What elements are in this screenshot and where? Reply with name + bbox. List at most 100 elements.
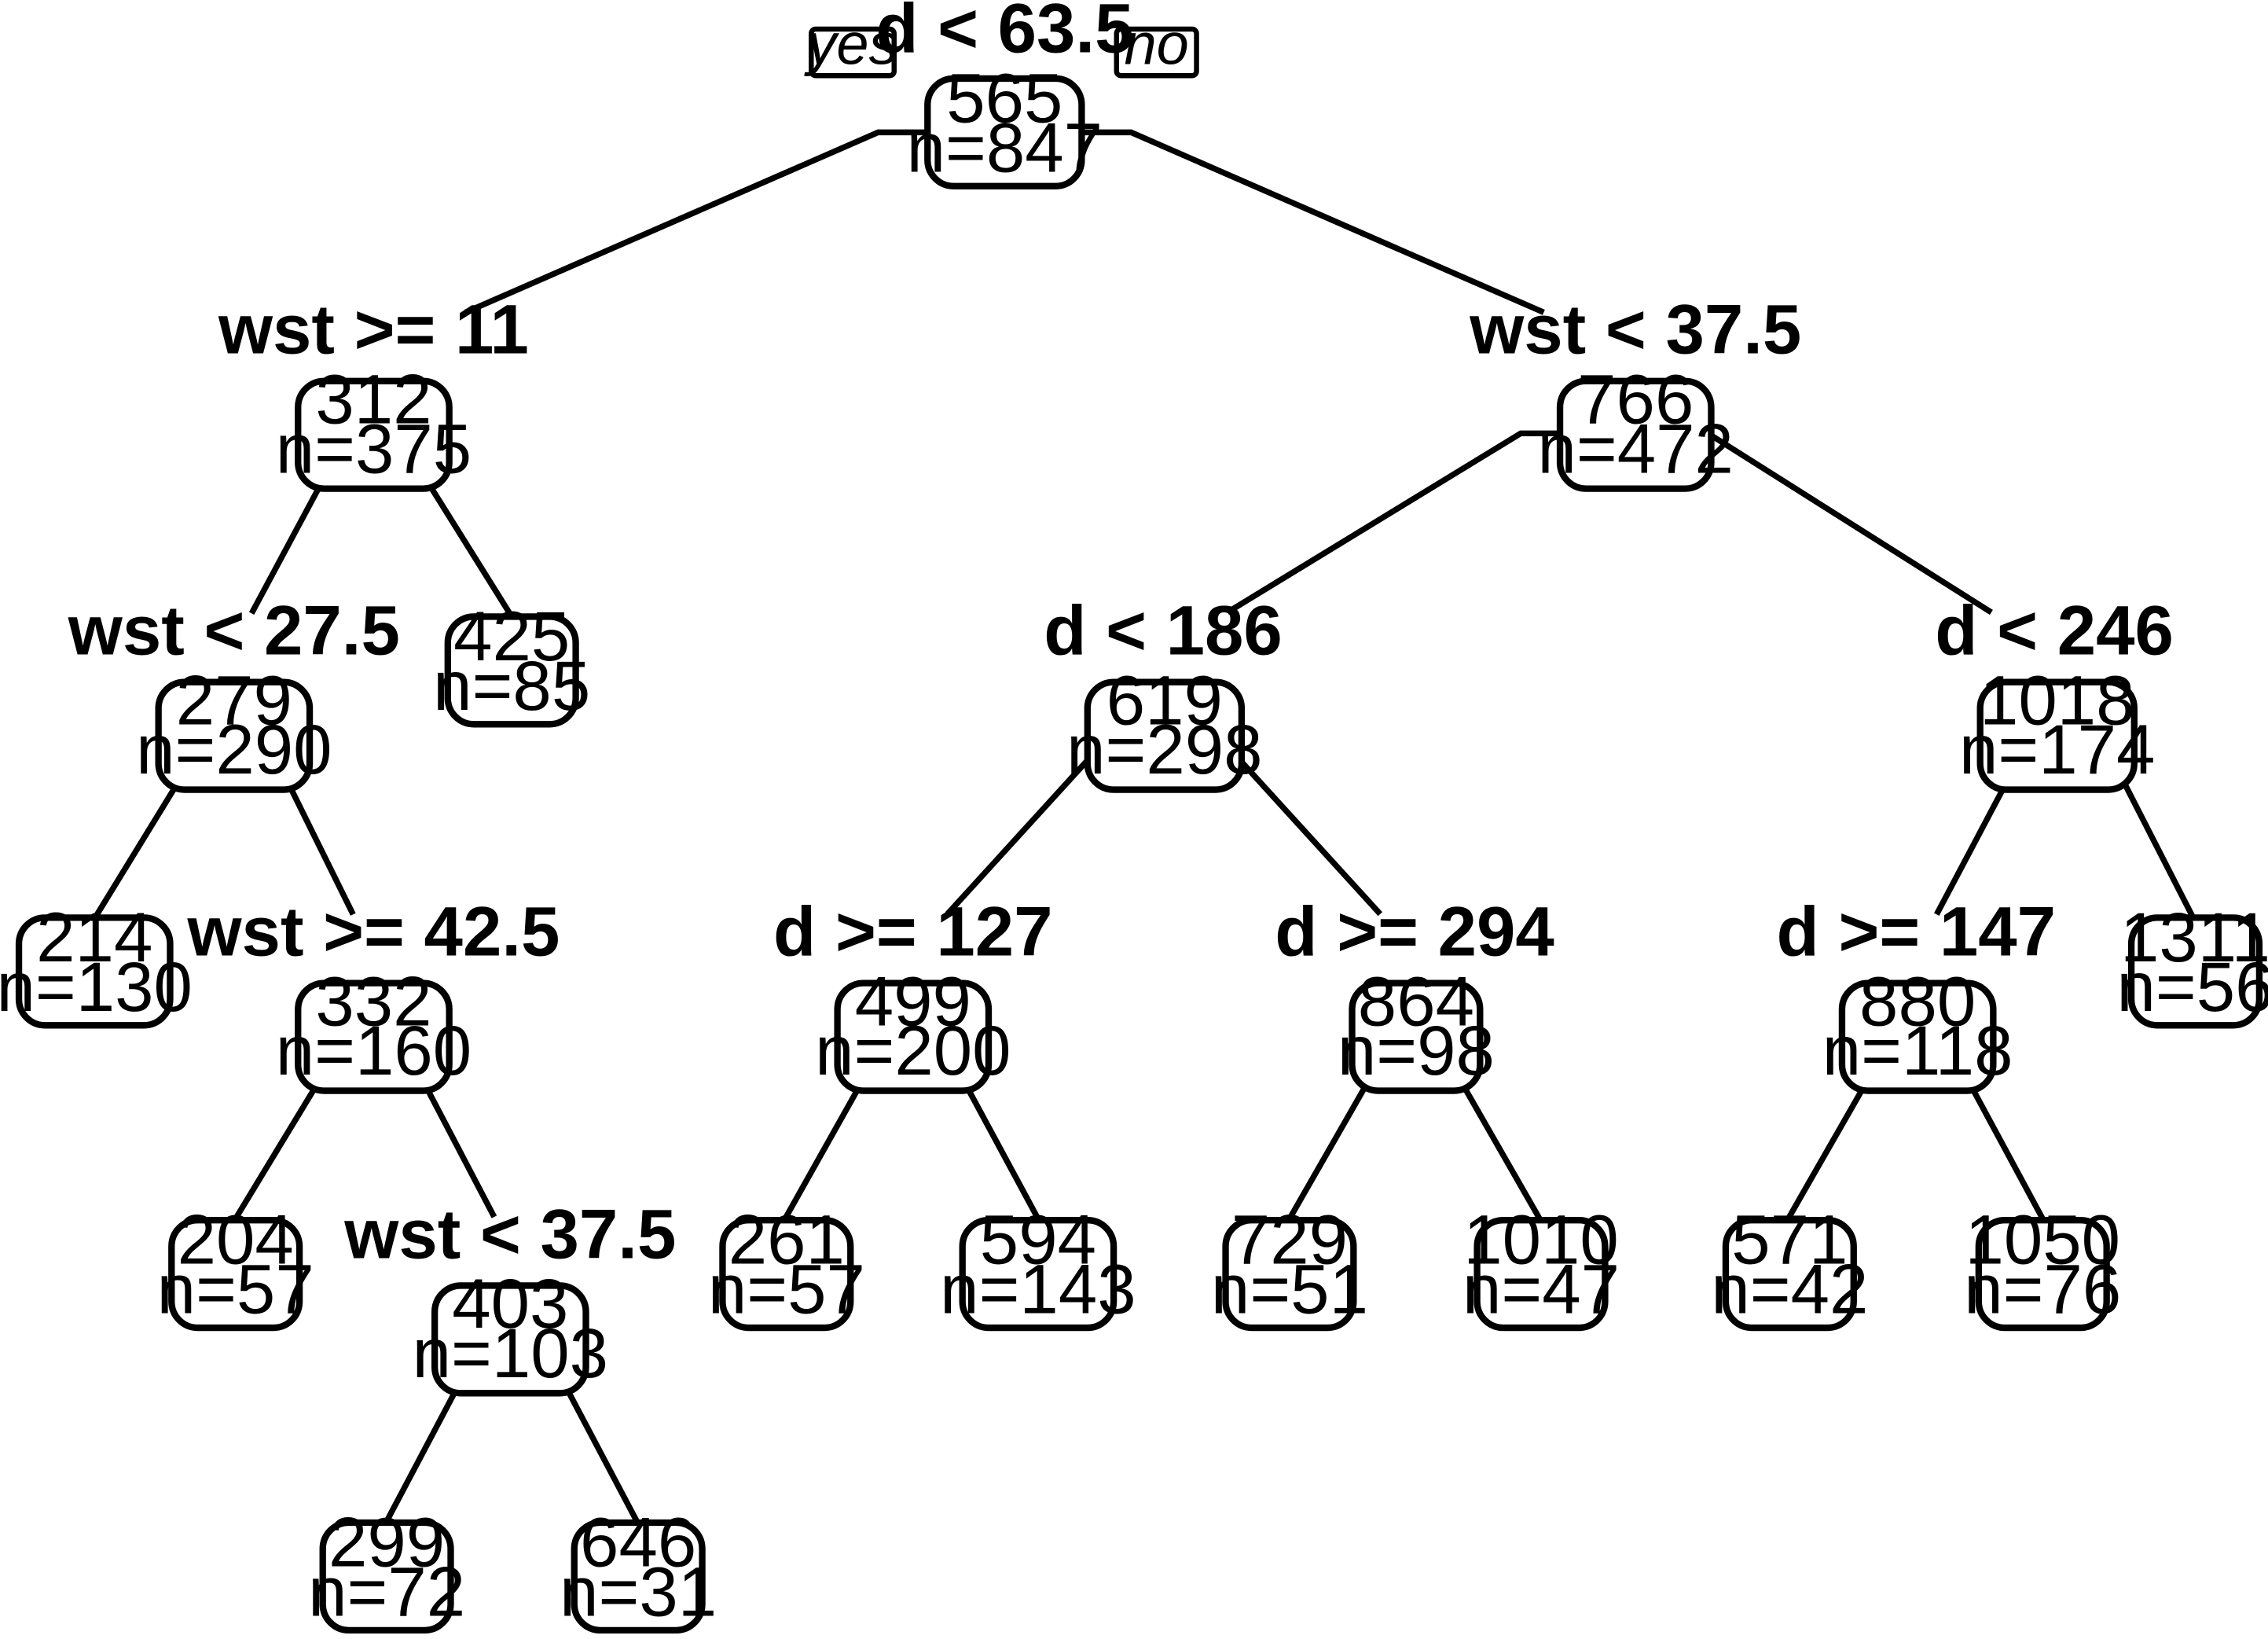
node-count: n=47	[1462, 1251, 1620, 1328]
branch-label-no: no	[1114, 11, 1199, 79]
tree-leaf: 214 n=130	[0, 899, 193, 1029]
tree-leaf: 729 n=51	[1211, 1201, 1368, 1332]
node-mean-value: 646	[580, 1503, 696, 1581]
node-split-label: wst >= 42.5	[186, 892, 560, 970]
tree-node: d >= 147 880 n=118	[1777, 892, 2056, 1094]
edge-n13-n26	[1285, 1085, 1368, 1223]
tree-leaf: 594 n=143	[940, 1201, 1136, 1332]
node-mean-value: 299	[328, 1503, 445, 1581]
edge-n7-n15	[2123, 784, 2196, 921]
node-mean-value: 565	[946, 59, 1062, 137]
node-mean-value: 332	[315, 962, 431, 1040]
node-mean-value: 279	[176, 661, 292, 739]
node-count: n=143	[940, 1251, 1136, 1328]
node-mean-value: 1018	[1980, 661, 2135, 739]
node-count: n=375	[276, 410, 472, 487]
node-count: n=847	[907, 108, 1103, 186]
node-mean-value: 403	[452, 1265, 568, 1343]
edge-n2-n4	[248, 484, 323, 616]
tree-node: d < 186 619 n=298	[1044, 592, 1283, 793]
node-count: n=130	[0, 948, 193, 1026]
tree-node: wst < 37.5 766 n=472	[1469, 291, 1801, 492]
edge-n19-n38	[383, 1387, 460, 1526]
edge-n14-n29	[1969, 1085, 2047, 1223]
node-mean-value: 204	[178, 1201, 294, 1279]
node-split-label: d < 63.5	[875, 0, 1133, 68]
node-split-label: d < 246	[1935, 592, 2174, 670]
node-mean-value: 312	[315, 360, 431, 438]
edge-n1-n2	[464, 129, 930, 315]
edge-n4-n8	[92, 784, 179, 921]
tree-node: d < 246 1018 n=174	[1935, 592, 2174, 793]
edge-n19-n39	[564, 1387, 641, 1526]
node-mean-value: 425	[453, 597, 570, 675]
node-split-label: wst < 37.5	[1469, 291, 1801, 369]
node-count: n=290	[136, 711, 332, 788]
edge-n9-n19	[423, 1085, 497, 1218]
tree-leaf: 571 n=42	[1711, 1201, 1868, 1332]
tree-leaf: 1050 n=76	[1964, 1201, 2121, 1332]
tree-leaf: 299 n=72	[308, 1503, 465, 1634]
tree-node: d >= 294 864 n=98	[1275, 892, 1554, 1094]
edge-n4-n9	[287, 784, 356, 916]
node-count: n=57	[708, 1251, 865, 1328]
tree-leaf: 261 n=57	[708, 1201, 865, 1332]
node-count: n=72	[308, 1553, 465, 1630]
node-mean-value: 619	[1106, 661, 1223, 739]
node-split-label: wst < 27.5	[68, 592, 400, 670]
node-split-label: d >= 127	[773, 892, 1052, 970]
tree-leaf: 204 n=57	[157, 1201, 314, 1332]
edge-n14-n28	[1784, 1085, 1866, 1223]
branch-label-no-text: no	[1125, 11, 1189, 76]
edge-n3-n7	[1708, 432, 1993, 616]
edge-n12-n24	[780, 1085, 862, 1223]
node-mean-value: 499	[855, 962, 971, 1040]
node-count: n=98	[1338, 1012, 1495, 1090]
node-mean-value: 729	[1231, 1201, 1348, 1279]
node-count: n=76	[1964, 1251, 2121, 1328]
tree-node-root: d < 63.5 565 n=847	[875, 0, 1133, 189]
node-count: n=472	[1538, 410, 1734, 487]
edge-n1-n3	[1078, 129, 1545, 315]
tree-node: wst >= 42.5 332 n=160	[186, 892, 560, 1094]
edge-n13-n27	[1461, 1085, 1544, 1223]
tree-leaf: 646 n=31	[560, 1503, 717, 1634]
node-mean-value: 1010	[1463, 1201, 1619, 1279]
tree-edges	[92, 129, 2196, 1526]
node-split-label: d < 186	[1044, 592, 1283, 670]
node-split-label: d >= 294	[1275, 892, 1554, 970]
node-count: n=31	[560, 1553, 717, 1630]
node-mean-value: 214	[36, 899, 152, 976]
node-mean-value: 261	[728, 1201, 845, 1279]
node-count: n=200	[815, 1012, 1011, 1090]
tree-leaf: 1311 n=56	[2116, 899, 2268, 1029]
node-mean-value: 571	[1731, 1201, 1848, 1279]
tree-leaf: 1010 n=47	[1462, 1201, 1620, 1332]
node-count: n=160	[276, 1012, 472, 1090]
node-split-label: d >= 147	[1777, 892, 2056, 970]
node-mean-value: 1311	[2120, 899, 2268, 976]
node-count: n=103	[413, 1314, 608, 1392]
edge-n3-n6	[1226, 430, 1565, 616]
node-mean-value: 880	[1859, 962, 1976, 1040]
node-mean-value: 1050	[1965, 1201, 2120, 1279]
node-count: n=118	[1822, 1012, 2013, 1090]
node-count: n=56	[2116, 948, 2268, 1026]
tree-node: wst < 37.5 403 n=103	[343, 1195, 676, 1397]
node-split-label: wst >= 11	[218, 291, 529, 369]
edge-n9-n18	[231, 1085, 318, 1223]
edge-n6-n12	[945, 759, 1089, 917]
node-mean-value: 864	[1358, 962, 1474, 1040]
tree-node: d >= 127 499 n=200	[773, 892, 1053, 1094]
edge-n6-n13	[1239, 759, 1383, 917]
node-count: n=298	[1066, 711, 1262, 788]
edge-n12-n25	[964, 1085, 1042, 1223]
tree-leaf: 425 n=85	[433, 597, 590, 728]
node-mean-value: 594	[980, 1201, 1096, 1279]
branch-label-yes-text: yes	[803, 11, 897, 76]
edge-n2-n5	[428, 484, 516, 621]
node-count: n=174	[1959, 711, 2155, 788]
node-count: n=51	[1211, 1251, 1368, 1328]
node-split-label: wst < 37.5	[343, 1195, 676, 1273]
